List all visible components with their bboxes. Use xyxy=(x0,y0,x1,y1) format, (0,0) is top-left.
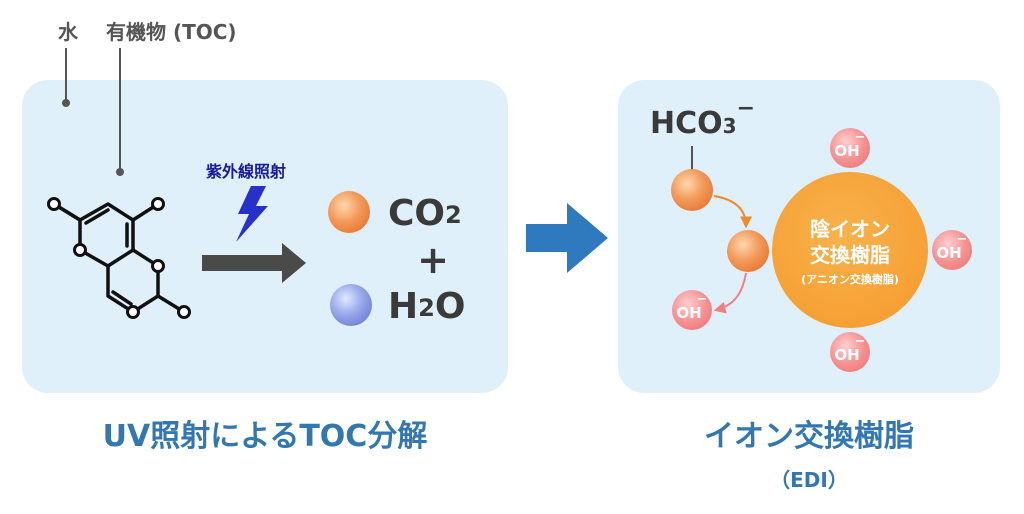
toc-label: 有機物 (TOC) xyxy=(106,20,237,44)
process-flow-arrow-icon xyxy=(526,203,608,273)
oh-ion-released: OH − xyxy=(672,290,712,330)
svg-text:−: − xyxy=(855,334,866,349)
svg-text:OH: OH xyxy=(834,142,859,160)
lightning-bolt-icon xyxy=(236,186,268,242)
co2-formula: CO2 xyxy=(388,193,462,234)
anion-exchange-resin-ball xyxy=(772,172,928,328)
resin-label-line3: (アニオン交換樹脂) xyxy=(801,272,899,286)
svg-text:OH: OH xyxy=(834,346,859,364)
molecule-atoms xyxy=(47,197,191,319)
svg-text:OH: OH xyxy=(676,304,701,322)
svg-text:OH: OH xyxy=(936,244,961,262)
right-caption-sub: （EDI） xyxy=(770,468,848,492)
oh-ion-right: OH − xyxy=(932,230,972,270)
reaction-arrow-icon xyxy=(202,243,306,283)
water-leader-dot xyxy=(62,99,70,107)
toc-leader-dot xyxy=(116,168,124,176)
hco3-formula: HCO3− xyxy=(650,96,755,141)
h2o-formula: H2O xyxy=(388,286,465,327)
co2-molecule-ball xyxy=(328,191,370,233)
svg-text:−: − xyxy=(855,130,866,145)
resin-label-line2: 交換樹脂 xyxy=(810,243,890,267)
release-arrow-icon xyxy=(713,272,747,314)
water-label: 水 xyxy=(58,20,79,44)
uv-irradiation-label: 紫外線照射 xyxy=(206,162,286,181)
hco3-ion-ball xyxy=(671,169,713,211)
left-panel xyxy=(22,80,508,393)
left-caption: UV照射によるTOC分解 xyxy=(103,419,428,454)
svg-text:−: − xyxy=(957,232,968,247)
oh-ion-top: OH − xyxy=(830,128,870,168)
capture-arrow-icon xyxy=(713,195,752,229)
resin-label-line1: 陰イオン xyxy=(810,217,890,241)
right-caption: イオン交換樹脂 xyxy=(704,419,914,454)
svg-text:−: − xyxy=(697,292,708,307)
plus-sign: + xyxy=(417,238,449,282)
oh-ion-bottom: OH − xyxy=(830,332,870,372)
h2o-molecule-ball xyxy=(330,284,372,326)
captured-ion-ball xyxy=(727,230,769,272)
